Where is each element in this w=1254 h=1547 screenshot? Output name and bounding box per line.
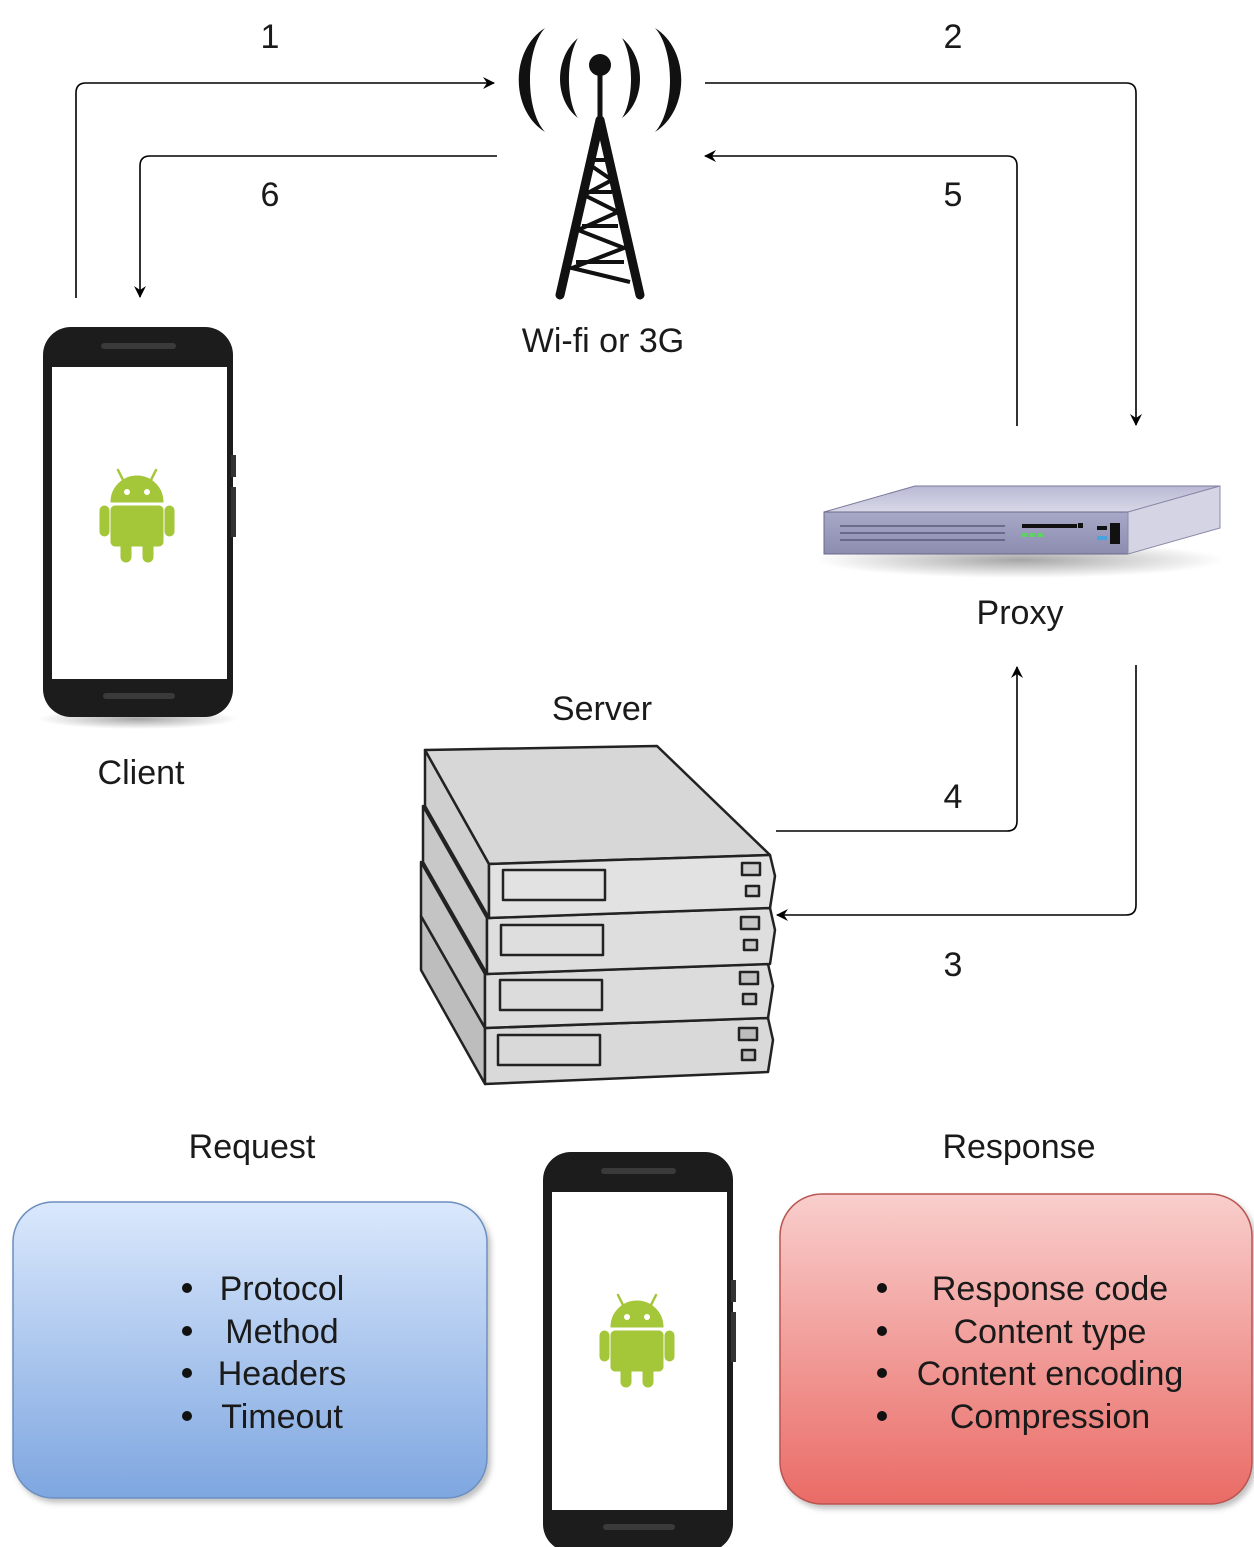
client-label: Client [98, 754, 185, 792]
tower-label: Wi-fi or 3G [522, 322, 684, 360]
server-stack-icon [419, 744, 777, 1086]
request-item: Method [225, 1313, 338, 1351]
list-bullet [877, 1283, 887, 1293]
response-title: Response [942, 1128, 1095, 1166]
response-item: Content encoding [917, 1355, 1184, 1393]
list-bullet [877, 1326, 887, 1336]
arrow-step-6 [134, 155, 497, 298]
request-item: Timeout [221, 1398, 343, 1436]
wifi-tower-icon [518, 28, 682, 300]
list-bullet [182, 1411, 192, 1421]
step-label-2: 2 [944, 18, 963, 56]
list-bullet [182, 1326, 192, 1336]
step-label-6: 6 [261, 176, 280, 214]
arrow-step-1 [75, 77, 495, 298]
response-box [779, 1193, 1253, 1505]
request-list: Protocol Method Headers Timeout [182, 1270, 346, 1436]
response-item: Content type [954, 1313, 1147, 1351]
android-logo-icon [598, 1293, 676, 1389]
step-label-3: 3 [944, 946, 963, 984]
list-bullet [877, 1411, 887, 1421]
response-item: Response code [932, 1270, 1168, 1308]
android-logo-icon [98, 468, 176, 564]
list-bullet [182, 1368, 192, 1378]
arrow-step-5 [704, 150, 1018, 426]
list-bullet [877, 1368, 887, 1378]
request-box [12, 1201, 488, 1499]
server-label: Server [552, 690, 652, 728]
arrow-step-3 [776, 665, 1137, 921]
proxy-label: Proxy [977, 594, 1064, 632]
connectors [75, 77, 1142, 921]
android-phone-icon [38, 327, 238, 729]
android-phone-icon [543, 1152, 736, 1547]
response-item: Compression [950, 1398, 1150, 1436]
rack-server-icon [815, 485, 1225, 578]
response-list: Response code Content type Content encod… [877, 1270, 1183, 1436]
request-item: Protocol [220, 1270, 345, 1308]
list-bullet [182, 1283, 192, 1293]
step-label-5: 5 [944, 176, 963, 214]
request-item: Headers [218, 1355, 347, 1393]
step-label-1: 1 [261, 18, 280, 56]
request-title: Request [189, 1128, 316, 1166]
arrow-step-4 [776, 666, 1023, 832]
step-label-4: 4 [944, 778, 963, 816]
arrow-step-2 [705, 82, 1142, 426]
